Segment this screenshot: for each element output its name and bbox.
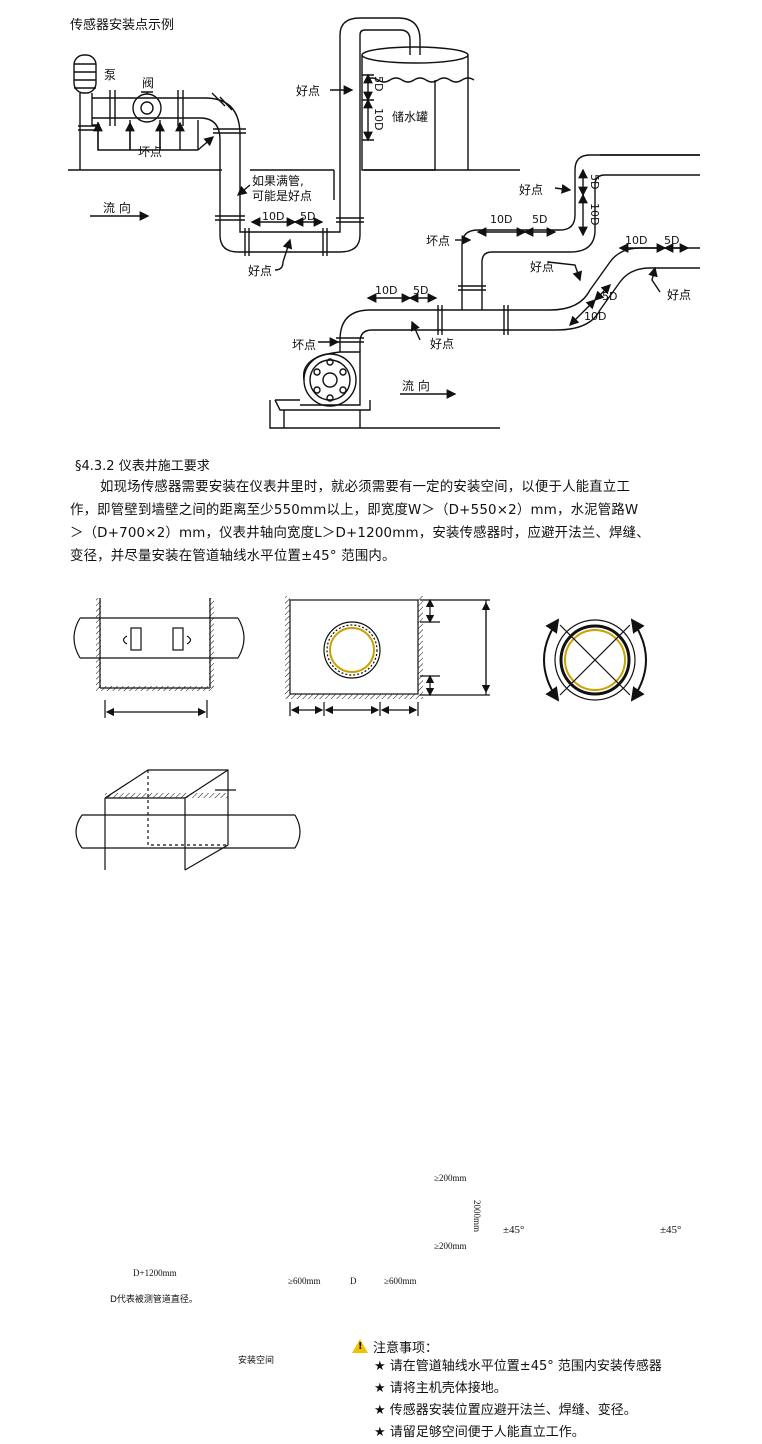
dim-10d-4: 10D [490,213,513,226]
star-icon: ★ [374,1425,390,1440]
para-line-4: 变径，并尽量安装在管道轴线水平位置±45° 范围内。 [70,549,396,564]
star-icon: ★ [374,1359,390,1374]
warning-icon: ! [352,1339,368,1353]
section-paragraph: 如现场传感器需要安装在仪表井里时，就必须需要有一定的安装空间，以便于人能直立工 … [70,476,700,568]
para-line-1: 如现场传感器需要安装在仪表井里时，就必须需要有一定的安装空间，以便于人能直立工 [100,480,631,495]
figure-pit-dimensions: D+1200mm D代表被测管道直径。 ≥200mm ≥200mm 2000mm… [0,570,762,1440]
notes-title: 注意事项： [373,1340,439,1356]
note-text-4: 请留足够空间便于人能直立工作。 [389,1425,585,1440]
angle-left-label: ±45° [503,1224,525,1236]
star-icon: ★ [374,1403,390,1418]
dim-10d-5: 10D [625,234,648,247]
d-definition-note: D代表被测管道直径。 [110,1295,198,1305]
figure-title: 传感器安装点示例 [70,18,175,33]
dim-5d-4: 5D [532,213,548,226]
dim-2000: 2000mm [472,1200,482,1233]
if-full-note: 如果满管, 可能是好点 [252,174,312,204]
dim-d: D [350,1276,357,1286]
note-item-3: ★ 传感器安装位置应避开法兰、焊缝、变径。 [374,1400,662,1422]
dim-ge600-left: ≥600mm [288,1276,321,1286]
note-text-1: 请在管道轴线水平位置±45° 范围内安装传感器 [389,1359,662,1374]
section-heading: §4.3.2 仪表井施工要求 [75,459,210,474]
install-space-label: 安装空间 [238,1356,275,1366]
if-full-line-1: 如果满管, [252,174,304,188]
figure-installation-points: 传感器安装点示例 泵 阀 坏点 如果满管, 可能是好点 好点 流 向 储水罐 5… [0,0,762,440]
dim-ge200-top: ≥200mm [434,1173,467,1183]
dim-5d-2: 5D [300,210,316,223]
dim-10d-7: 10D [375,284,398,297]
notes-block: ! 注意事项： ★ 请在管道轴线水平位置±45° 范围内安装传感器 ★ 请将主机… [352,1336,662,1444]
pit-diagram [73,596,647,871]
good-point-label-1: 好点 [296,84,321,98]
dim-5d-7: 5D [413,284,429,297]
bad-point-label-1: 坏点 [138,145,163,159]
para-line-3: ＞（D+700×2）mm，仪表井轴向宽度L＞D+1200mm，安装传感器时，应避… [70,526,650,541]
good-point-label-4: 好点 [530,260,555,274]
note-item-2: ★ 请将主机壳体接地。 [374,1378,662,1400]
installation-diagram [68,17,700,429]
tank-label: 储水罐 [392,110,429,124]
star-icon: ★ [374,1381,390,1396]
bad-point-label-3: 坏点 [292,338,317,352]
pump-body [73,54,97,94]
note-text-3: 传感器安装位置应避开法兰、焊缝、变径。 [389,1403,637,1418]
flow-label-1: 流 向 [103,201,131,215]
para-line-2: 作，即管壁到墙壁之间的距离至少550mm以上，即宽度W＞（D+550×2）mm，… [70,503,639,518]
dim-5d-1: 5D [372,76,385,92]
dim-10d-6: 10D [584,310,607,323]
valve-label: 阀 [142,76,155,90]
good-point-label-3: 好点 [519,183,544,197]
good-point-label-2: 好点 [248,264,273,278]
notes-list: ★ 请在管道轴线水平位置±45° 范围内安装传感器 ★ 请将主机壳体接地。 ★ … [374,1356,662,1444]
dim-5d-3: 5D [588,174,601,190]
notes-header: ! 注意事项： [352,1336,662,1356]
note-item-4: ★ 请留足够空间便于人能直立工作。 [374,1422,662,1444]
note-text-2: 请将主机壳体接地。 [389,1381,507,1396]
flow-label-2: 流 向 [402,379,430,393]
dim-d-plus-1200: D+1200mm [133,1268,177,1278]
dim-5d-5: 5D [664,234,680,247]
bad-point-label-2: 坏点 [426,234,451,248]
dim-ge600-right: ≥600mm [384,1276,417,1286]
good-point-label-5: 好点 [667,288,692,302]
if-full-line-2: 可能是好点 [252,189,313,203]
dim-10d-2: 10D [262,210,285,223]
dim-ge200-bottom: ≥200mm [434,1241,467,1251]
note-item-1: ★ 请在管道轴线水平位置±45° 范围内安装传感器 [374,1356,662,1378]
pump-label: 泵 [104,68,117,82]
dim-5d-6: 5D [602,290,618,303]
dim-10d-1: 10D [372,108,385,131]
good-point-label-6: 好点 [430,337,455,351]
angle-right-label: ±45° [660,1224,682,1236]
dim-10d-3: 10D [588,203,601,226]
